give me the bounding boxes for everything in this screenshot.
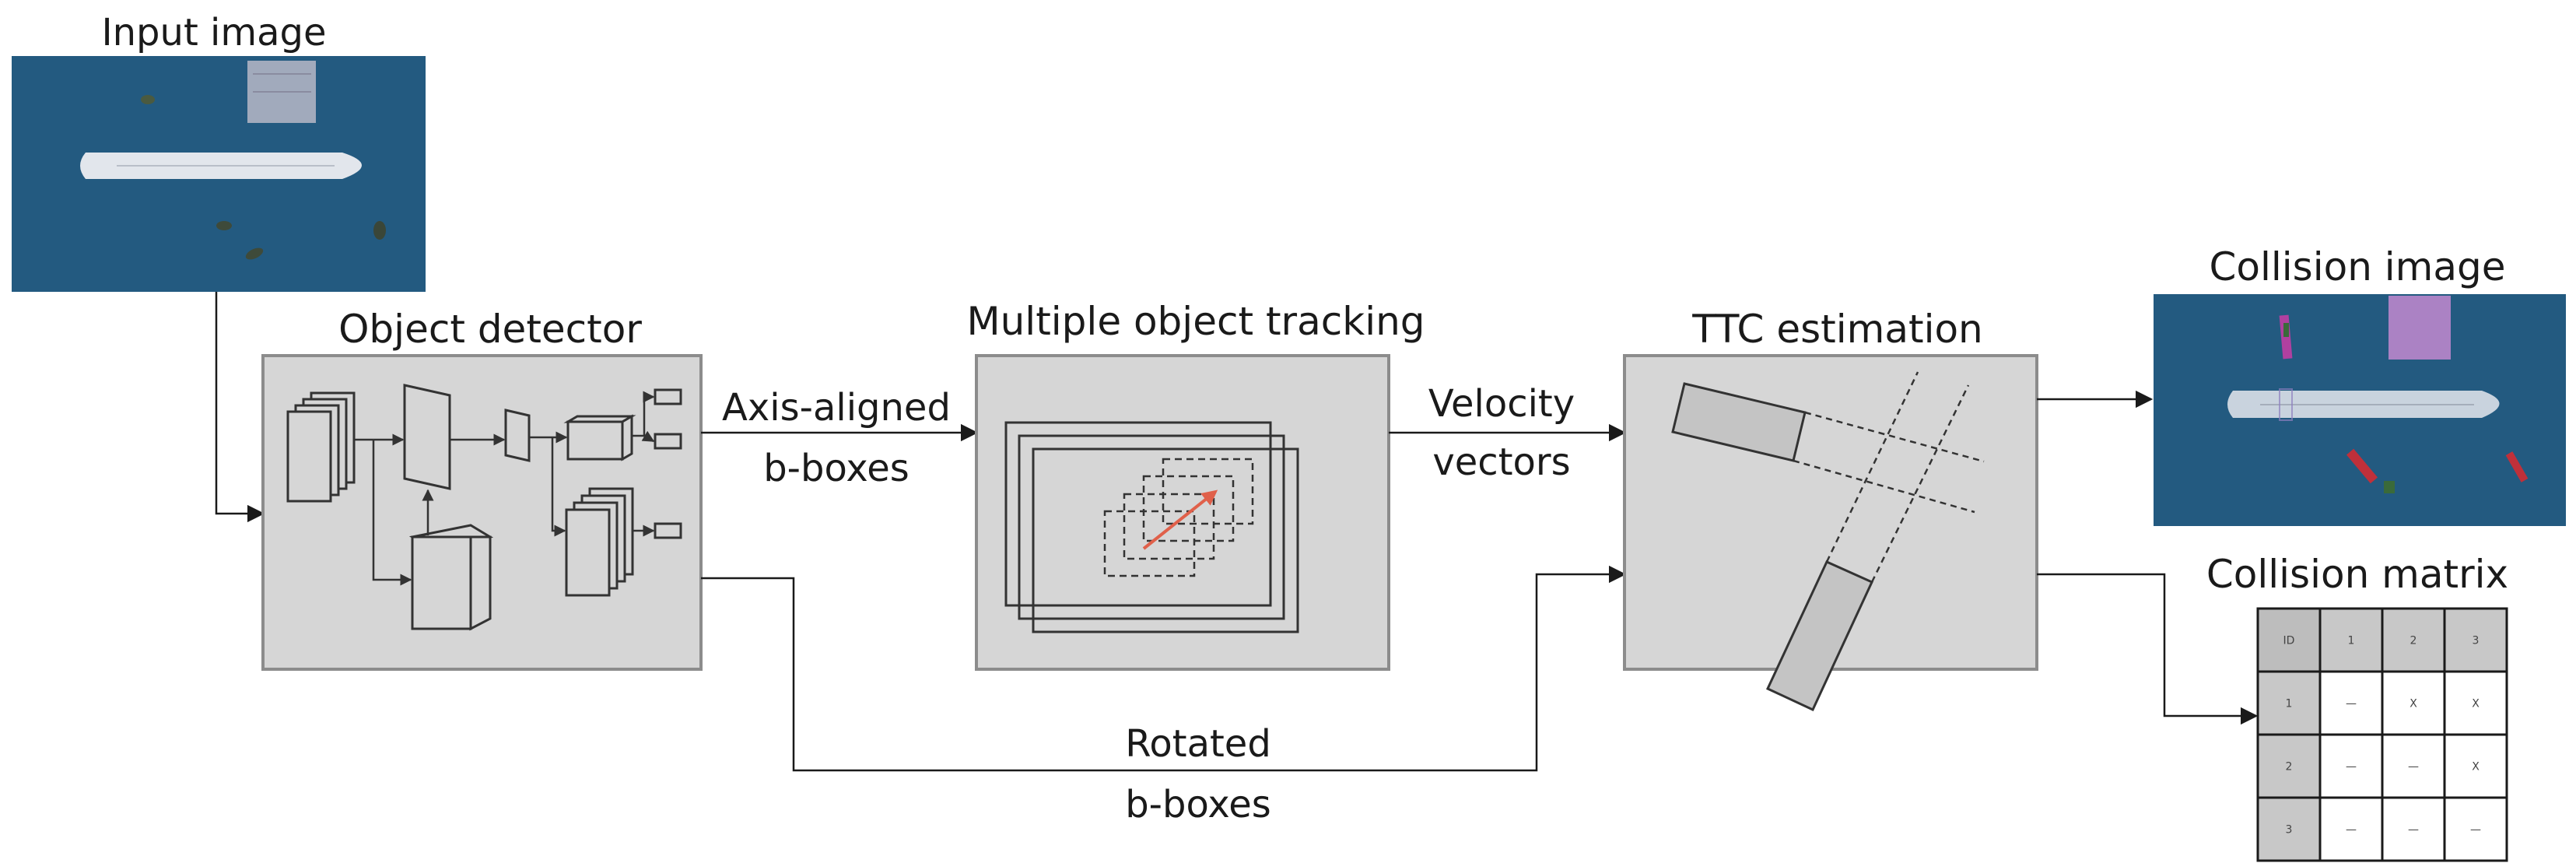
- velocity-arrow-icon: [1142, 489, 1218, 550]
- matrix-cell-text: —: [2408, 761, 2419, 774]
- velocity-label-line2: vectors: [1432, 440, 1570, 484]
- arrow-input-to-detector: [215, 292, 265, 523]
- boat-small: [216, 221, 232, 230]
- collision-image-title: Collision image: [2209, 244, 2505, 289]
- tracked-dashed-boxes: [1103, 458, 1254, 577]
- matrix-cell: [2443, 796, 2508, 862]
- arrow-rotated-bboxes: [701, 565, 1627, 772]
- matrix-cell-text: —: [2346, 824, 2357, 837]
- ttc-geometry: [1671, 371, 1985, 711]
- matrix-cell-text: 2: [2286, 761, 2293, 774]
- matrix-cell: [2443, 607, 2508, 673]
- matrix-cell-text: —: [2408, 824, 2419, 837]
- rotated-label-line2: b-boxes: [1125, 783, 1271, 826]
- matrix-cell-text: X: [2410, 698, 2417, 710]
- boat-flagged: [2505, 451, 2529, 482]
- ttc-title: TTC estimation: [1691, 307, 1983, 352]
- matrix-cell-text: 1: [2286, 698, 2293, 710]
- boat-flagged: [2346, 448, 2378, 484]
- matrix-cell-text: 1: [2348, 635, 2355, 647]
- cnn-connectors: [354, 391, 655, 586]
- matrix-cell-text: 2: [2410, 635, 2417, 647]
- axis-aligned-label-line1: Axis-aligned: [722, 386, 951, 430]
- matrix-cell-text: ID: [2283, 635, 2295, 647]
- input-image-title: Input image: [101, 11, 326, 54]
- object-detector-title: Object detector: [338, 307, 642, 352]
- matrix-cell-text: —: [2346, 698, 2357, 710]
- arrow-ttc-to-collision-matrix: [2037, 573, 2259, 725]
- boat-small: [245, 247, 264, 260]
- highlight-bbox: [2388, 296, 2451, 360]
- matrix-cell-text: X: [2472, 761, 2480, 774]
- cnn-architecture-icon: [286, 384, 682, 631]
- matrix-cell: [2318, 796, 2384, 862]
- matrix-cell-text: X: [2472, 698, 2480, 710]
- matrix-cell-text: —: [2346, 761, 2357, 774]
- matrix-cell: [2381, 607, 2446, 673]
- mot-title: Multiple object tracking: [966, 299, 1425, 344]
- matrix-cell: [2256, 670, 2322, 736]
- tracking-boxes: [1004, 421, 1299, 633]
- collision-matrix: ID 1 2 3 1 — X X 2 — — X 3 — — —: [2256, 607, 2508, 862]
- input-image: [12, 56, 426, 292]
- boat-small: [141, 95, 155, 104]
- mot-box: [975, 354, 1390, 671]
- matrix-cell-text: 3: [2473, 635, 2480, 647]
- velocity-label-line1: Velocity: [1428, 382, 1575, 426]
- matrix-cell-text: —: [2470, 824, 2481, 837]
- collision-image: [2154, 294, 2566, 526]
- matrix-cell-text: 3: [2286, 824, 2293, 837]
- axis-aligned-label-line2: b-boxes: [763, 447, 909, 490]
- matrix-cell: [2256, 607, 2322, 673]
- rotated-label-line1: Rotated: [1125, 722, 1271, 766]
- boat-small: [373, 221, 386, 240]
- collision-matrix-title: Collision matrix: [2206, 552, 2508, 597]
- matrix-cell: [2381, 670, 2446, 736]
